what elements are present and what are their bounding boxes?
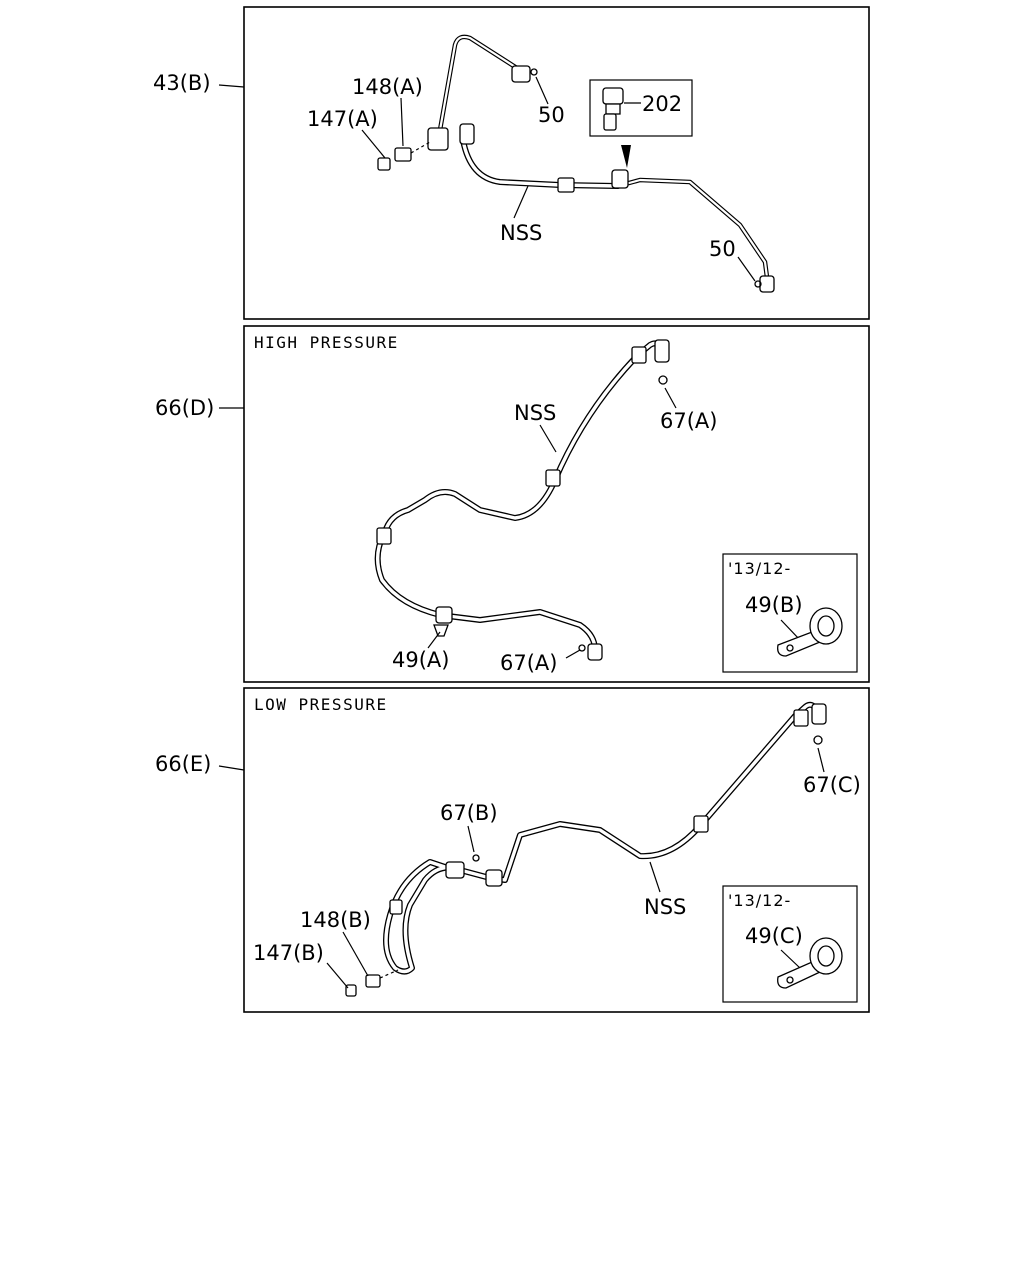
panel-ref-leader [218,765,245,771]
hose-crimp [793,709,809,727]
o-ring [813,735,823,745]
clamp-bracket [433,624,449,637]
top-fitting [511,65,531,83]
valve-cap [377,157,391,171]
leader-49a [427,631,441,649]
callout-nss: NSS [500,221,542,245]
hose-crimp [545,469,561,487]
callout-nss: NSS [514,401,556,425]
callout-67a-upper: 67(A) [660,409,717,433]
leader-67b [467,825,475,853]
hose-coupling [557,177,575,193]
o-ring [658,375,668,385]
leader-147b [326,962,349,989]
panel-frame [243,687,870,1013]
pipe-block-fitting [427,127,449,151]
pipe-clip [389,899,403,915]
upper-fitting [654,339,670,363]
callout-50b: 50 [709,237,736,261]
leader-nss [649,861,661,893]
panel-header: LOW PRESSURE [254,695,388,714]
panel-header: HIGH PRESSURE [254,333,399,352]
leader-50b [737,256,756,282]
callout-50a: 50 [538,103,565,127]
inset-date: '13/12- [728,559,791,578]
clamp-49b [777,607,843,657]
panel-ref-66d: 66(D) [155,396,214,420]
inset-date: '13/12- [728,891,791,910]
callout-67c: 67(C) [803,773,861,797]
inset-frame [722,885,858,1003]
panel-frame [243,325,870,683]
leader-148b [342,931,369,977]
callout-49a: 49(A) [392,648,449,672]
panel-ref-leader [218,84,245,88]
leader-148a [400,97,404,147]
hose-end-fitting [459,123,475,145]
callout-nss: NSS [644,895,686,919]
callout-148a: 148(A) [352,75,423,99]
assembly-line [410,141,431,154]
pressure-sensor [602,87,624,131]
sensor-port [611,169,629,189]
leader-nss [539,424,557,453]
valve-cap [345,984,357,997]
leader-67a-upper [664,387,677,409]
leader-67a-lower [565,649,581,659]
panel-66d: 66(D) HIGH PRESSURE NSS 67(A) 49(A) 67(A… [155,325,870,683]
leader-nss [513,185,529,219]
hose-crimp [693,815,709,833]
end-fitting [759,275,775,293]
panel-frame [243,6,870,320]
o-ring [578,644,586,652]
callout-202: 202 [642,92,682,116]
pipe-assembly-43b [377,34,775,293]
callout-147a: 147(A) [307,107,378,131]
panel-43b: 43(B) [153,6,870,320]
mid-fitting [445,861,465,879]
inset-leader [780,949,801,969]
panel-ref-43b: 43(B) [153,71,211,95]
leader-50a [535,76,549,105]
hose-crimp [376,527,392,545]
inset-callout-49b: 49(B) [745,593,803,617]
hose-crimp [631,346,647,364]
callout-147b: 147(B) [253,941,324,965]
valve-core [365,974,381,988]
inset-callout-49c: 49(C) [745,924,803,948]
o-ring [530,68,538,76]
hose-assembly-66e [345,701,827,997]
valve-core [394,147,412,162]
install-arrow [621,145,631,168]
clamp-49c [777,937,843,989]
clamp-49a [435,606,453,624]
callout-148b: 148(B) [300,908,371,932]
leader-67c [817,747,825,773]
leader-147a [361,129,386,159]
inset-frame [722,553,858,673]
upper-fitting [811,703,827,725]
hose-crimp [485,869,503,887]
callout-67a-lower: 67(A) [500,651,557,675]
o-ring [754,280,762,288]
panel-ref-66e: 66(E) [155,752,211,776]
o-ring [472,854,480,862]
sensor-inset-frame [589,79,693,137]
callout-67b: 67(B) [440,801,498,825]
panel-66e: 66(E) LOW PRESSURE 67(B) 67(C) NSS [155,687,870,1013]
hose-assembly-66d [374,339,670,661]
lower-fitting [587,643,603,661]
inset-leader [780,619,801,641]
